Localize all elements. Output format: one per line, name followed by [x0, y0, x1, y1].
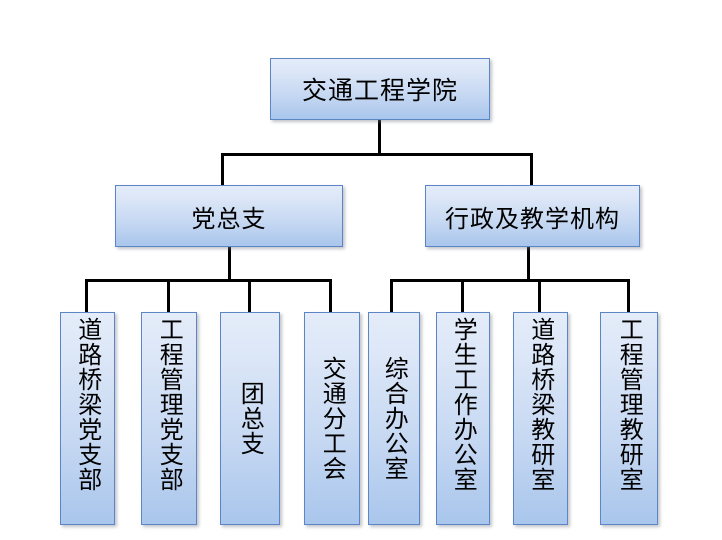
- node-leaf-4-label: 交通分工会: [318, 356, 347, 481]
- node-leaf-general-office[interactable]: 综合办公室: [368, 312, 420, 525]
- connector-right-bus: [390, 279, 630, 282]
- node-leaf-student-affairs-office[interactable]: 学生工作办公室: [436, 312, 490, 525]
- connector-leaf-4-drop: [329, 279, 332, 313]
- connector-leaf-8-drop: [627, 279, 630, 313]
- node-leaf-6-label: 学生工作办公室: [449, 317, 478, 492]
- node-root-label: 交通工程学院: [301, 76, 458, 105]
- node-leaf-youth-league[interactable]: 团总支: [220, 312, 280, 525]
- node-root[interactable]: 交通工程学院: [270, 58, 490, 120]
- node-branch-party[interactable]: 党总支: [115, 185, 343, 247]
- connector-leaf-6-drop: [461, 279, 464, 313]
- node-leaf-road-bridge-teaching[interactable]: 道路桥梁教研室: [513, 312, 568, 525]
- connector-level1-bus: [221, 153, 533, 156]
- node-leaf-eng-mgmt-teaching[interactable]: 工程管理教研室: [600, 312, 658, 525]
- connector-leaf-7-drop: [538, 279, 541, 313]
- node-leaf-traffic-union[interactable]: 交通分工会: [304, 312, 360, 525]
- node-leaf-3-label: 团总支: [236, 381, 265, 456]
- node-leaf-eng-mgmt-party[interactable]: 工程管理党支部: [141, 312, 197, 525]
- node-leaf-7-label: 道路桥梁教研室: [526, 317, 555, 492]
- connector-leaf-1-drop: [85, 279, 88, 313]
- node-branch-party-label: 党总支: [191, 204, 267, 233]
- connector-leaf-3-drop: [248, 279, 251, 313]
- node-leaf-5-label: 综合办公室: [380, 356, 409, 481]
- node-leaf-road-bridge-party[interactable]: 道路桥梁党支部: [60, 312, 115, 525]
- connector-leaf-5-drop: [390, 279, 393, 313]
- connector-right-branch-stem: [527, 247, 530, 281]
- connector-branch-right-drop: [530, 153, 533, 186]
- connector-branch-left-drop: [221, 153, 224, 186]
- node-branch-admin[interactable]: 行政及教学机构: [425, 185, 640, 247]
- node-leaf-8-label: 工程管理教研室: [615, 317, 644, 492]
- connector-left-branch-stem: [228, 247, 231, 281]
- connector-leaf-2-drop: [167, 279, 170, 313]
- node-branch-admin-label: 行政及教学机构: [445, 204, 620, 233]
- connector-left-bus: [85, 279, 332, 282]
- connector-root-stem: [378, 120, 381, 155]
- node-leaf-2-label: 工程管理党支部: [155, 317, 184, 492]
- node-leaf-1-label: 道路桥梁党支部: [73, 317, 102, 492]
